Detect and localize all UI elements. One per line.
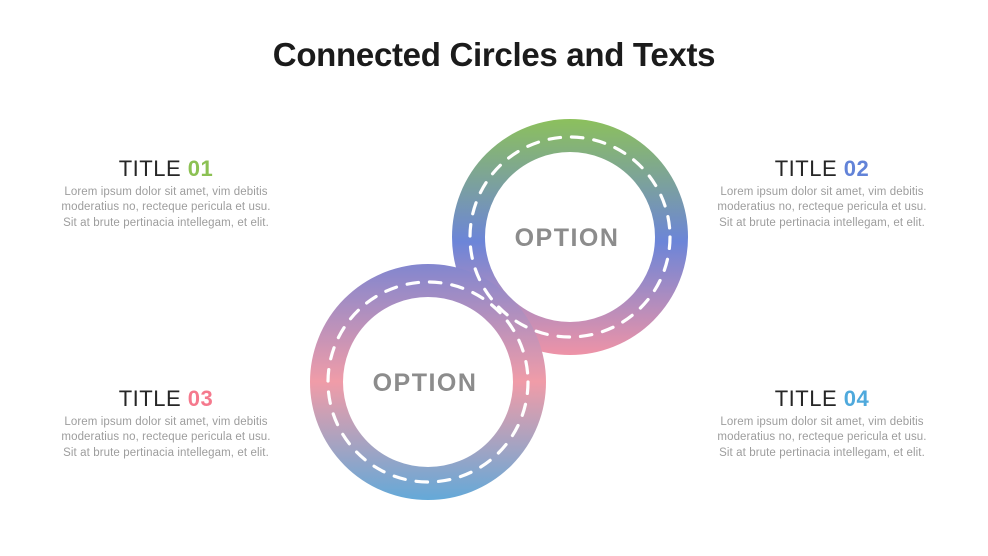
circle-2-dashed-line	[326, 280, 530, 484]
block-03-title: TITLE 03	[41, 385, 291, 412]
circle-1-dashed-line	[468, 135, 672, 339]
block-02-title-text: TITLE	[774, 156, 838, 181]
block-03-title-text: TITLE	[118, 386, 182, 411]
body-line: Sit at brute pertinacia intellegam, et e…	[719, 216, 925, 229]
block-01-body: Lorem ipsum dolor sit amet, vim debitis …	[41, 185, 291, 231]
block-01-title: TITLE 01	[41, 155, 291, 182]
block-02-body: Lorem ipsum dolor sit amet, vim debitis …	[697, 185, 947, 231]
body-line: Lorem ipsum dolor sit amet, vim debitis	[720, 186, 924, 198]
body-line: Sit at brute pertinacia intellegam, et e…	[63, 446, 269, 459]
block-02-title: TITLE 02	[697, 155, 947, 182]
block-04-title-text: TITLE	[774, 386, 838, 411]
page-title: Connected Circles and Texts	[272, 36, 716, 73]
body-line: moderatius no, recteque pericula et usu.	[717, 431, 927, 444]
text-block-02: TITLE 02 Lorem ipsum dolor sit amet, vim…	[697, 155, 947, 231]
block-02-number: 02	[843, 156, 870, 181]
body-line: moderatius no, recteque pericula et usu.	[61, 201, 271, 214]
body-line: Lorem ipsum dolor sit amet, vim debitis	[720, 416, 924, 428]
block-03-number: 03	[187, 386, 214, 411]
block-01-number: 01	[187, 156, 214, 181]
text-block-04: TITLE 04 Lorem ipsum dolor sit amet, vim…	[697, 385, 947, 461]
block-01-title-text: TITLE	[118, 156, 182, 181]
body-line: Lorem ipsum dolor sit amet, vim debitis	[64, 186, 268, 198]
text-block-01: TITLE 01 Lorem ipsum dolor sit amet, vim…	[41, 155, 291, 231]
body-line: Sit at brute pertinacia intellegam, et e…	[719, 446, 925, 459]
block-03-body: Lorem ipsum dolor sit amet, vim debitis …	[41, 415, 291, 461]
circle-2-label: OPTION	[373, 369, 478, 397]
body-line: moderatius no, recteque pericula et usu.	[717, 201, 927, 214]
block-04-number: 04	[843, 386, 870, 411]
body-line: moderatius no, recteque pericula et usu.	[61, 431, 271, 444]
block-04-title: TITLE 04	[697, 385, 947, 412]
text-block-03: TITLE 03 Lorem ipsum dolor sit amet, vim…	[41, 385, 291, 461]
block-04-body: Lorem ipsum dolor sit amet, vim debitis …	[697, 415, 947, 461]
body-line: Sit at brute pertinacia intellegam, et e…	[63, 216, 269, 229]
body-line: Lorem ipsum dolor sit amet, vim debitis	[64, 416, 268, 428]
circle-1-label: OPTION	[515, 224, 620, 252]
